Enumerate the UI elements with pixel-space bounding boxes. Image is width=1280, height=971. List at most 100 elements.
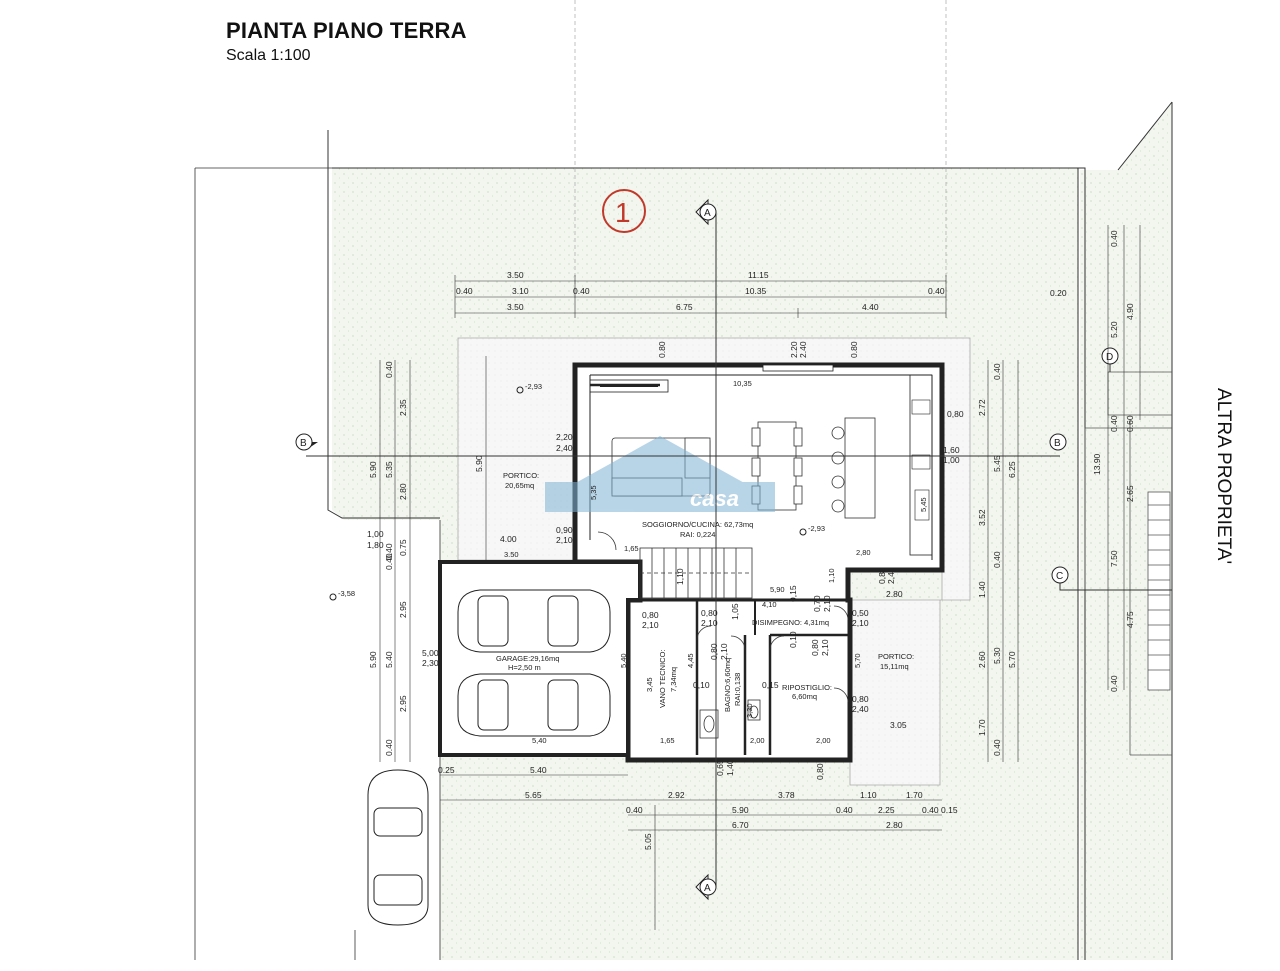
room-portico-east-name: PORTICO: [878, 652, 914, 661]
svg-text:0.40: 0.40 [928, 286, 945, 296]
room-garage-name: GARAGE:29,16mq [496, 654, 559, 663]
svg-text:4.90: 4.90 [1125, 303, 1135, 320]
svg-text:5,45: 5,45 [919, 497, 928, 512]
room-portico-east-area: 15,11mq [880, 662, 909, 671]
room-soggiorno-rai: RAI: 0,224 [680, 530, 715, 539]
elevation-marker: -2,93 [516, 382, 542, 394]
svg-text:6.70: 6.70 [732, 820, 749, 830]
svg-text:5.30: 5.30 [992, 647, 1002, 664]
svg-text:3.10: 3.10 [512, 286, 529, 296]
svg-text:2,00: 2,00 [750, 736, 765, 745]
svg-text:1.70: 1.70 [977, 719, 987, 736]
svg-text:0.40: 0.40 [922, 805, 939, 815]
svg-text:0,80: 0,80 [815, 763, 825, 780]
svg-text:0.40: 0.40 [992, 551, 1002, 568]
svg-text:2,10: 2,10 [820, 639, 830, 656]
svg-text:2.92: 2.92 [668, 790, 685, 800]
svg-text:0,80: 0,80 [852, 694, 869, 704]
svg-text:0.25: 0.25 [438, 765, 455, 775]
svg-text:5,90: 5,90 [770, 585, 785, 594]
svg-text:2,40: 2,40 [852, 704, 869, 714]
svg-text:2.65: 2.65 [1125, 485, 1135, 502]
left-dimension-labels: 5.90 5.90 0.40 5.35 0.40 5.40 0.40 2.35 … [367, 361, 484, 756]
svg-text:0.20: 0.20 [1050, 288, 1067, 298]
svg-text:1.10: 1.10 [860, 790, 877, 800]
svg-text:2.80: 2.80 [886, 820, 903, 830]
svg-text:2.20: 2.20 [789, 341, 799, 358]
svg-text:0.40: 0.40 [1109, 415, 1119, 432]
room-ripostiglio-name: RIPOSTIGLIO: [782, 683, 832, 692]
room-bagno-name: BAGNO:6,60mq [723, 658, 732, 712]
svg-text:5,40: 5,40 [532, 736, 547, 745]
side-dimension-lines [379, 225, 1141, 762]
svg-text:2,10: 2,10 [822, 595, 832, 612]
svg-text:4.75: 4.75 [1125, 611, 1135, 628]
svg-text:4,45: 4,45 [686, 653, 695, 668]
svg-text:-2,93: -2,93 [808, 524, 825, 533]
svg-text:4.40: 4.40 [862, 302, 879, 312]
svg-text:5.20: 5.20 [1109, 321, 1119, 338]
svg-text:4,10: 4,10 [762, 600, 777, 609]
svg-text:2.35: 2.35 [398, 399, 408, 416]
svg-text:1.70: 1.70 [906, 790, 923, 800]
svg-text:5.70: 5.70 [1007, 651, 1017, 668]
room-soggiorno-name: SOGGIORNO/CUCINA: 62,73mq [642, 520, 753, 529]
watermark-logo: casa [545, 436, 775, 512]
svg-text:2,30: 2,30 [422, 658, 439, 668]
room-vano-tecnico-name: VANO TECNICO: [658, 650, 667, 708]
svg-text:0,15: 0,15 [762, 680, 779, 690]
svg-text:0.40: 0.40 [384, 543, 394, 560]
svg-text:5.45: 5.45 [992, 455, 1002, 472]
svg-text:6.75: 6.75 [676, 302, 693, 312]
svg-text:2,40: 2,40 [886, 567, 896, 584]
svg-text:1,60: 1,60 [943, 445, 960, 455]
room-vano-tecnico-area: 7,34mq [669, 667, 678, 692]
svg-text:D: D [1106, 352, 1113, 363]
svg-text:-3,58: -3,58 [338, 589, 355, 598]
bottom-dimension-lines [440, 774, 942, 930]
svg-text:13.90: 13.90 [1092, 453, 1102, 475]
svg-text:3.78: 3.78 [778, 790, 795, 800]
svg-text:2.80: 2.80 [398, 483, 408, 500]
svg-text:1.40: 1.40 [977, 581, 987, 598]
svg-text:3.50: 3.50 [507, 270, 524, 280]
interior-dimension-labels: 2,20 2,40 5,35 4.00 3.50 0,90 2,10 1,65 … [422, 409, 964, 780]
svg-text:0.60: 0.60 [1125, 415, 1135, 432]
car-driveway [367, 769, 429, 926]
svg-text:0,50: 0,50 [852, 608, 869, 618]
svg-text:5,00: 5,00 [422, 648, 439, 658]
svg-text:0,80: 0,80 [877, 567, 887, 584]
svg-text:0.40: 0.40 [992, 739, 1002, 756]
svg-text:5.40: 5.40 [530, 765, 547, 775]
elevation-marker: -3,58 [329, 589, 355, 601]
section-marker-b-right: B [1049, 433, 1067, 451]
svg-text:0.40: 0.40 [456, 286, 473, 296]
svg-text:3.52: 3.52 [977, 509, 987, 526]
svg-text:3.05: 3.05 [890, 720, 907, 730]
plan-scale: Scala 1:100 [226, 47, 311, 64]
watermark-text: casa [690, 486, 739, 511]
svg-text:0,70: 0,70 [812, 595, 822, 612]
svg-text:5.65: 5.65 [525, 790, 542, 800]
staircase [639, 547, 753, 599]
svg-text:10,35: 10,35 [733, 379, 752, 388]
svg-text:5.90: 5.90 [368, 651, 378, 668]
svg-text:1,10: 1,10 [827, 568, 836, 583]
svg-text:2.72: 2.72 [977, 399, 987, 416]
svg-text:0.75: 0.75 [398, 539, 408, 556]
svg-text:0,80: 0,80 [642, 610, 659, 620]
bottom-dimension-labels: 0.25 5.40 5.65 2.92 3.78 1.10 1.70 0.40 … [438, 765, 958, 850]
svg-text:0,80: 0,80 [947, 409, 964, 419]
svg-text:5,70: 5,70 [853, 653, 862, 668]
svg-text:0.40: 0.40 [836, 805, 853, 815]
svg-text:0.40: 0.40 [384, 361, 394, 378]
boundary-lines [194, 0, 1173, 960]
svg-text:1,80: 1,80 [367, 540, 384, 550]
svg-text:0.80: 0.80 [849, 341, 859, 358]
svg-text:1,05: 1,05 [730, 603, 740, 620]
right-dimension-labels: 0.40 3.52 2.72 5.45 6.25 0.40 1.40 2.60 … [977, 230, 1135, 756]
svg-text:1,10: 1,10 [675, 568, 685, 585]
svg-text:5,35: 5,35 [589, 485, 598, 500]
svg-text:0,80: 0,80 [810, 639, 820, 656]
svg-text:2,10: 2,10 [852, 618, 869, 628]
